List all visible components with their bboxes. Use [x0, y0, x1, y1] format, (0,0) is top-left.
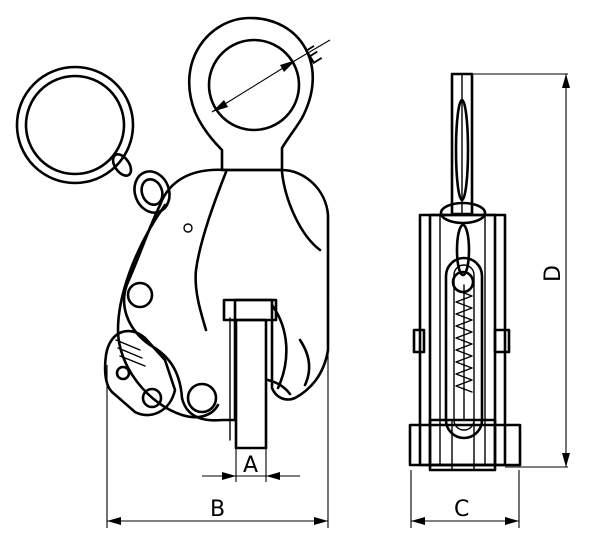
dimension-d: D: [541, 74, 570, 467]
label-d: D: [541, 265, 566, 282]
label-c: C: [454, 497, 469, 522]
clamp-body: [103, 168, 330, 422]
dimension-a: A: [202, 453, 300, 480]
side-view: [408, 72, 568, 528]
jaw-slot: [222, 298, 278, 450]
dimension-c: C: [411, 497, 519, 525]
link-ring: [111, 153, 133, 177]
lifting-eye: [188, 16, 314, 172]
key-ring: [15, 65, 135, 185]
label-e: E: [302, 42, 327, 71]
label-b: B: [210, 497, 225, 522]
label-a: A: [243, 453, 258, 478]
front-view: [15, 16, 330, 528]
dimension-b: B: [107, 497, 328, 525]
